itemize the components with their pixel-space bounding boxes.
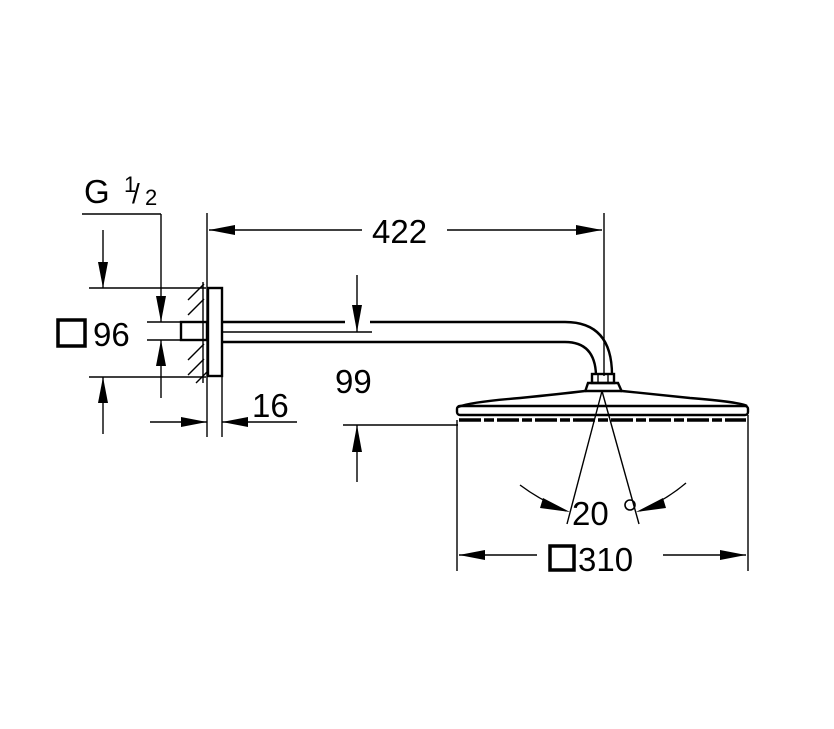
- shower-head: [455, 372, 750, 422]
- dim-99-label: 99: [335, 363, 372, 400]
- dim-422-label: 422: [372, 213, 427, 250]
- wall-hatching: [187, 282, 208, 384]
- dim-20-label: 20: [572, 495, 609, 532]
- shower-arm: [222, 320, 614, 376]
- degree-icon: [624, 499, 636, 511]
- dimension-flange-depth: 16: [150, 377, 297, 437]
- thread-fraction-den: 2: [145, 185, 157, 210]
- dim-16-label: 16: [252, 387, 289, 424]
- thread-fraction-slash: /: [132, 178, 140, 209]
- dimension-spray-angle: 20: [519, 390, 687, 532]
- thread-fraction-num: 1: [124, 172, 136, 197]
- wall-flange: [179, 213, 224, 437]
- dim-96-label: 96: [93, 316, 130, 353]
- arrow-right-icon: [576, 225, 602, 235]
- dimension-arm-drop: 99: [335, 275, 458, 482]
- dimension-thread: G 1 / 2: [82, 172, 181, 398]
- dimension-head-size: 310: [456, 415, 749, 578]
- thread-label: G: [84, 173, 110, 210]
- square-icon: [56, 318, 87, 348]
- dimension-flange-size: 96: [56, 230, 206, 434]
- dim-310-label: 310: [578, 541, 633, 578]
- arrow-left-icon: [209, 225, 235, 235]
- square-icon: [548, 544, 576, 572]
- dimension-arm-projection: 422: [209, 213, 605, 376]
